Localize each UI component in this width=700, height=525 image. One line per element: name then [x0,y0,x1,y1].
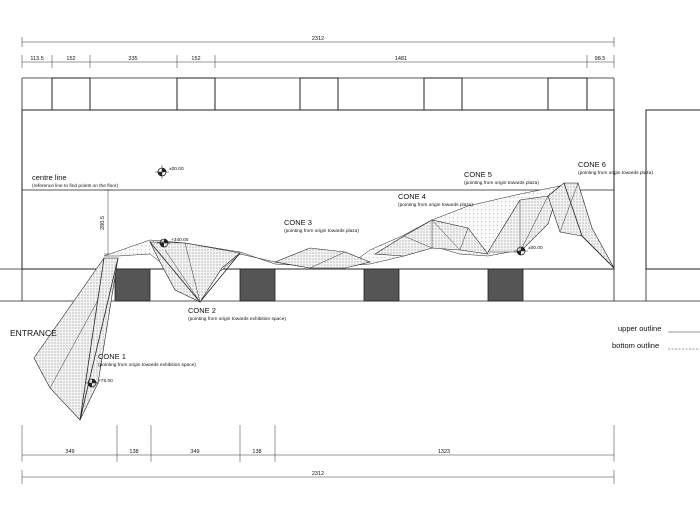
vertical-dimension-value: 280.5 [100,216,106,230]
cone2-label: CONE 2 [188,306,216,315]
cone5-elevation: ±00.00 [528,245,543,251]
bottom-dim-segment-1: 349 [65,449,74,455]
top-dim-segment-5: 1481 [395,56,407,62]
bottom-total-dimension: 2312 [312,471,324,477]
centre-line-note: (reference line to find points on the fl… [32,183,119,189]
top-dim-segment-3: 335 [128,56,137,62]
bottom-dim-segment-5: 1323 [438,449,450,455]
cone3-label: CONE 3 [284,218,312,227]
cone1-label: CONE 1 [98,352,126,361]
cone6-note: (pointing from origin towards plaza) [578,170,653,176]
pillar [363,268,400,302]
pillars [114,268,524,302]
pillar [487,268,524,302]
top-dim-segment-4: 152 [191,56,200,62]
centre-line-label: centre line [32,173,67,182]
origin-marker-icon [155,165,169,179]
top-dimension-chain: 2312 113.5 152 335 152 1481 98.5 [21,36,615,68]
legend-bottom-outline: bottom outline [612,341,659,350]
cone2-marker-icon [157,238,171,248]
cone1-marker-icon [85,378,99,388]
pillar [114,268,151,302]
bottom-dim-segment-2: 138 [129,449,138,455]
top-total-dimension: 2312 [312,36,324,42]
cone5-note: (pointing from origin towards plaza) [464,180,539,186]
cone-labels: CONE 1 (pointing from origin towards exh… [98,160,653,368]
top-dim-segment-6: 98.5 [595,56,606,62]
top-dim-segment-2: 152 [66,56,75,62]
entrance-label: ENTRANCE [10,328,57,338]
height-markers: ±00.00 +340.00 +75.00 ±00.00 [85,165,543,388]
pillar [239,268,276,302]
bottom-dimension-chain: 349 138 349 138 1323 2312 [21,425,615,484]
bottom-dim-segment-4: 138 [252,449,261,455]
legend: upper outline bottom outline [612,324,700,350]
cone5-label: CONE 5 [464,170,492,179]
bottom-dim-segment-3: 349 [190,449,199,455]
building-outline [0,77,700,302]
cone6-label: CONE 6 [578,160,606,169]
cone-surfaces [33,182,615,421]
cone1-note: (pointing from origin towards exhibition… [98,362,196,368]
origin-elevation: ±00.00 [169,166,184,172]
centre-line: centre line (reference line to find poin… [22,173,614,191]
cone2-elevation: +340.00 [171,237,189,243]
top-dim-segment-1: 113.5 [30,56,43,62]
cone4-label: CONE 4 [398,192,426,201]
cone2-note: (pointing from origin towards exhibition… [188,316,286,322]
cone3-note: (pointing from origin towards plaza) [284,228,359,234]
cone1-elevation: +75.00 [98,378,113,384]
cone5-marker-icon [514,246,528,256]
cone4-note: (pointing from origin towards plaza) [398,202,473,208]
legend-upper-outline: upper outline [618,324,661,333]
